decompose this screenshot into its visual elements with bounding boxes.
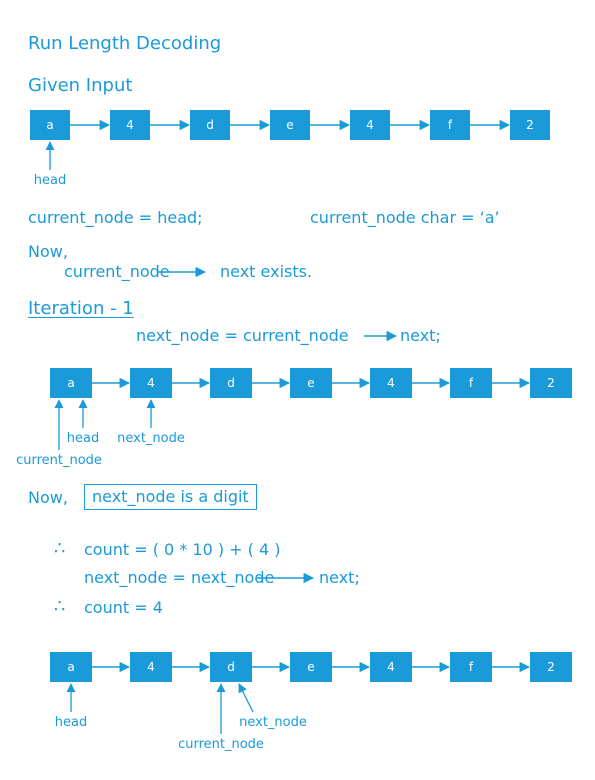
current-node-char-line: current_node char = ‘a’ [310, 208, 500, 227]
pointer-label-next-node: next_node [117, 431, 185, 446]
advance-right: next; [319, 568, 360, 587]
list-node [450, 368, 492, 398]
linked-list-1: a 4 d e 4 f 2 head [30, 110, 550, 188]
list-node-char: f [469, 660, 474, 674]
list-node-char: 4 [387, 376, 395, 390]
pointer-label-head: head [67, 431, 99, 446]
list-node [130, 652, 172, 682]
next-node-assign-right: next; [400, 326, 441, 345]
linked-list-2: a 4 d e 4 f 2 current_node head next_node [16, 368, 572, 468]
list-node-char: f [469, 376, 474, 390]
now-label-1: Now, [28, 242, 68, 261]
next-exists-left: current_node [64, 262, 170, 281]
list-node-char: d [227, 660, 235, 674]
next-node-assign-left: next_node = current_node [136, 326, 349, 345]
list-node [510, 110, 550, 140]
given-input-label: Given Input [28, 75, 133, 96]
list-node [290, 652, 332, 682]
list-node [110, 110, 150, 140]
list-node-char: f [448, 118, 453, 132]
pointer-label-current-node: current_node [178, 737, 264, 752]
list-node [30, 110, 70, 140]
list-node [210, 368, 252, 398]
now-label-2: Now, [28, 488, 68, 507]
list-node-char: a [67, 376, 74, 390]
pointer-label-current-node: current_node [16, 453, 102, 468]
list-node-char: 4 [126, 118, 134, 132]
digit-condition-box: next_node is a digit [84, 484, 257, 510]
list-node [210, 652, 252, 682]
list-node [50, 368, 92, 398]
pointer-label-head: head [55, 715, 87, 730]
page-title: Run Length Decoding [28, 33, 222, 54]
next-exists-right: next exists. [220, 262, 313, 281]
list-node-char: d [227, 376, 235, 390]
list-node-char: 2 [547, 376, 555, 390]
list-node-char: 4 [147, 660, 155, 674]
list-node [50, 652, 92, 682]
linked-list-3: a 4 d e 4 f 2 head current_node next_node [50, 652, 572, 752]
pointer-label-next-node: next_node [239, 715, 307, 730]
list-node-char: d [206, 118, 214, 132]
list-node [350, 110, 390, 140]
list-node-char: e [307, 660, 314, 674]
list-node [290, 368, 332, 398]
list-node-char: 4 [147, 376, 155, 390]
list-node [190, 110, 230, 140]
list-node [530, 368, 572, 398]
list-node-char: 4 [366, 118, 374, 132]
list-node-char: a [46, 118, 53, 132]
list-node-char: 2 [547, 660, 555, 674]
pointer-arrow-next-node [238, 683, 254, 713]
current-node-head-line: current_node = head; [28, 208, 203, 227]
list-node [430, 110, 470, 140]
advance-left: next_node = next_node [84, 568, 275, 587]
iteration-heading: Iteration - 1 [28, 298, 134, 319]
count-calculation: count = ( 0 * 10 ) + ( 4 ) [84, 540, 281, 559]
therefore-symbol-2: ∴ [54, 596, 66, 617]
list-node [530, 652, 572, 682]
list-node [450, 652, 492, 682]
list-node [370, 652, 412, 682]
list-node [270, 110, 310, 140]
list-node-char: e [286, 118, 293, 132]
pointer-label-head: head [34, 173, 66, 188]
list-node-char: a [67, 660, 74, 674]
count-result: count = 4 [84, 598, 163, 617]
list-node-char: 2 [526, 118, 534, 132]
list-node [130, 368, 172, 398]
list-node [370, 368, 412, 398]
list-node-char: 4 [387, 660, 395, 674]
list-node-char: e [307, 376, 314, 390]
therefore-symbol-1: ∴ [54, 538, 66, 559]
